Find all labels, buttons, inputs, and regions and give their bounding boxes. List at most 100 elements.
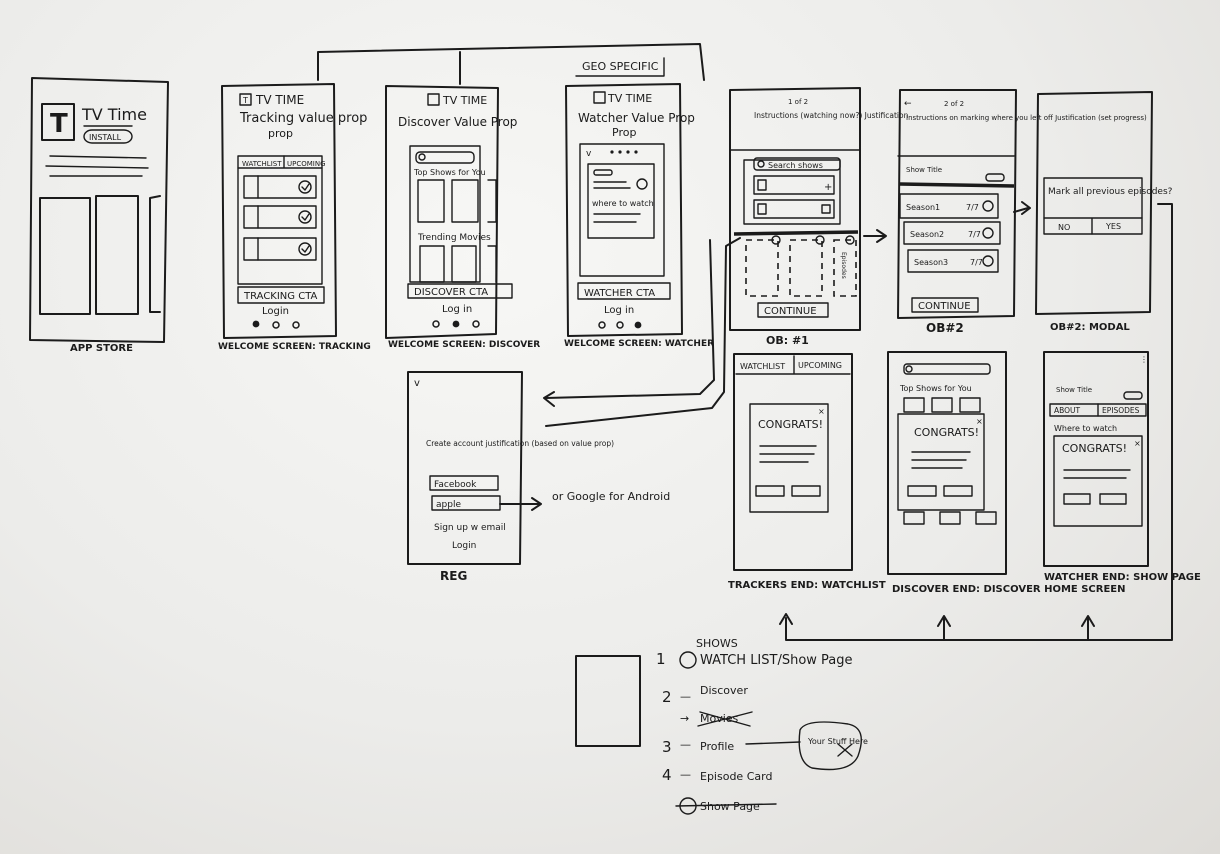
svg-text:T: T bbox=[242, 96, 248, 105]
trackers-tab-upcoming: UPCOMING bbox=[798, 361, 842, 370]
caption-app-store: APP STORE bbox=[70, 343, 133, 354]
caption-watcher-end: WATCHER END: SHOW PAGE bbox=[1044, 572, 1201, 583]
nav-item-struck: Show Page bbox=[700, 800, 760, 813]
watcher-end-tab-episodes: EPISODES bbox=[1102, 406, 1140, 415]
trackers-tab-watchlist: WATCHLIST bbox=[740, 362, 785, 371]
app-logo-letter: T bbox=[50, 109, 68, 139]
caption-ob2-modal: OB#2: MODAL bbox=[1050, 322, 1130, 333]
nav-list: SHOWS 1 WATCH LIST/Show Page 2 — Discove… bbox=[575, 637, 868, 815]
watcher-cta: WATCHER CTA bbox=[584, 288, 655, 299]
modal-yes-button: YES bbox=[1105, 222, 1121, 231]
nav-item-label: Episode Card bbox=[700, 770, 772, 783]
geo-specific-label: GEO SPECIFIC bbox=[582, 60, 659, 73]
ob1-side-label: Episodes bbox=[840, 252, 847, 279]
nav-bubble-text: Your Stuff Here bbox=[807, 737, 868, 746]
ob2-season-count: 7/7 bbox=[966, 203, 979, 212]
ob2-season-count: 7/7 bbox=[968, 230, 981, 239]
tracking-tab-watchlist: WATCHLIST bbox=[242, 160, 282, 168]
reg-screen: v Create account justification (based on… bbox=[407, 371, 670, 583]
svg-text:—: — bbox=[680, 768, 691, 781]
modal-no-button: NO bbox=[1058, 223, 1070, 232]
svg-text:v: v bbox=[414, 378, 420, 389]
discover-congrats: CONGRATS! bbox=[914, 426, 979, 439]
ob2-season-label: Season2 bbox=[910, 230, 944, 239]
watcher-end-where-to-watch: Where to watch bbox=[1054, 424, 1117, 433]
reg-apple-button: apple bbox=[436, 500, 461, 510]
ob2-season-label: Season3 bbox=[914, 258, 948, 267]
caption-ob2: OB#2 bbox=[926, 321, 964, 335]
svg-text:⋮: ⋮ bbox=[1140, 355, 1148, 364]
watcher-congrats: CONGRATS! bbox=[1062, 442, 1127, 455]
ob2-season-label: Season1 bbox=[906, 203, 940, 212]
nav-item-number: 1 bbox=[656, 650, 666, 668]
svg-text:←: ← bbox=[904, 99, 912, 109]
reg-facebook-button: Facebook bbox=[434, 480, 477, 490]
watcher-end-show-title: Show Title bbox=[1056, 386, 1092, 394]
ob2-show-title: Show Title bbox=[906, 166, 942, 174]
svg-text:×: × bbox=[976, 417, 983, 426]
ob2-season-count: 7/7 bbox=[970, 258, 983, 267]
ob2-continue: CONTINUE bbox=[918, 301, 971, 312]
flow-arrows bbox=[543, 201, 1173, 641]
ob1-screen: 1 of 2 Instructions (watching now?) Just… bbox=[729, 87, 909, 347]
discover-section-movies: Trending Movies bbox=[417, 233, 491, 243]
trackers-end-screen: WATCHLIST UPCOMING × CONGRATS! TRACKERS … bbox=[728, 353, 886, 591]
install-button: INSTALL bbox=[89, 133, 122, 142]
modal-question: Mark all previous episodes? bbox=[1048, 187, 1173, 197]
svg-text:×: × bbox=[818, 407, 825, 416]
caption-welcome-watcher: WELCOME SCREEN: WATCHER bbox=[564, 339, 714, 349]
ob2-modal-screen: Mark all previous episodes? NO YES OB#2:… bbox=[1035, 91, 1173, 333]
caption-discover-end: DISCOVER END: DISCOVER HOME SCREEN bbox=[892, 584, 1125, 595]
watcher-where-to-watch: where to watch bbox=[592, 199, 654, 208]
nav-item-label: WATCH LIST/Show Page bbox=[700, 653, 853, 668]
reg-email-button: Sign up w email bbox=[434, 523, 506, 533]
svg-text:+: + bbox=[824, 182, 832, 193]
reg-google-note: or Google for Android bbox=[552, 490, 670, 503]
trackers-congrats: CONGRATS! bbox=[758, 418, 823, 431]
ob1-heading: Instructions (watching now?) Justificati… bbox=[754, 111, 909, 120]
caption-trackers-end: TRACKERS END: WATCHLIST bbox=[728, 580, 886, 591]
svg-text:Prop: Prop bbox=[612, 126, 636, 139]
caption-reg: REG bbox=[440, 569, 467, 583]
welcome-watcher-screen: GEO SPECIFIC TV TIME Watcher Value Prop … bbox=[564, 57, 714, 349]
watcher-title: Watcher Value Prop bbox=[578, 111, 695, 125]
brand-watcher: TV TIME bbox=[607, 92, 652, 105]
discover-cta: DISCOVER CTA bbox=[414, 287, 488, 298]
tracking-title: Tracking value prop bbox=[239, 111, 367, 126]
tracking-tab-upcoming: UPCOMING bbox=[287, 160, 326, 168]
svg-text:—: — bbox=[680, 690, 691, 703]
svg-text:—: — bbox=[680, 738, 691, 751]
ob2-season-rows: Season1 7/7 Season2 7/7 Season3 7/7 bbox=[906, 203, 983, 267]
ob2-step: 2 of 2 bbox=[944, 100, 964, 108]
tracking-login: Login bbox=[262, 306, 289, 317]
welcome-tracking-screen: T TV TIME Tracking value prop prop WATCH… bbox=[218, 83, 371, 352]
watcher-end-screen: ⋮ Show Title ABOUT EPISODES Where to wat… bbox=[1043, 351, 1201, 583]
brand-tracking: TV TIME bbox=[255, 93, 304, 107]
watcher-login: Log in bbox=[604, 305, 634, 316]
svg-text:v: v bbox=[586, 149, 592, 159]
svg-text:×: × bbox=[1134, 439, 1141, 448]
discover-title: Discover Value Prop bbox=[398, 115, 517, 129]
nav-item-number: 4 bbox=[662, 766, 672, 784]
ob1-step: 1 of 2 bbox=[788, 98, 808, 106]
caption-welcome-discover: WELCOME SCREEN: DISCOVER bbox=[388, 340, 540, 350]
reg-login: Login bbox=[452, 541, 476, 551]
ob1-search-label: Search shows bbox=[768, 161, 823, 170]
ob2-heading: Instructions on marking where you left o… bbox=[906, 114, 1147, 122]
welcome-discover-screen: TV TIME Discover Value Prop Top Shows fo… bbox=[385, 85, 540, 350]
discover-section-shows: Top Shows for You bbox=[413, 168, 486, 177]
watcher-end-tab-about: ABOUT bbox=[1054, 406, 1081, 415]
ob1-continue: CONTINUE bbox=[764, 306, 817, 317]
nav-item-number: 3 bbox=[662, 738, 672, 756]
app-store-screen: T TV Time INSTALL APP STORE bbox=[29, 77, 169, 354]
nav-item-label: Profile bbox=[700, 740, 734, 753]
svg-text:prop: prop bbox=[268, 127, 293, 140]
nav-item-label: Discover bbox=[700, 684, 748, 697]
discover-end-screen: Top Shows for You × CONGRATS! DISCOVER E… bbox=[887, 351, 1125, 595]
discover-login: Log in bbox=[442, 304, 472, 315]
ob2-screen: ← 2 of 2 Instructions on marking where y… bbox=[897, 89, 1147, 335]
caption-welcome-tracking: WELCOME SCREEN: TRACKING bbox=[218, 342, 371, 352]
tracking-cta: TRACKING CTA bbox=[243, 291, 318, 302]
app-name: TV Time bbox=[81, 105, 147, 124]
